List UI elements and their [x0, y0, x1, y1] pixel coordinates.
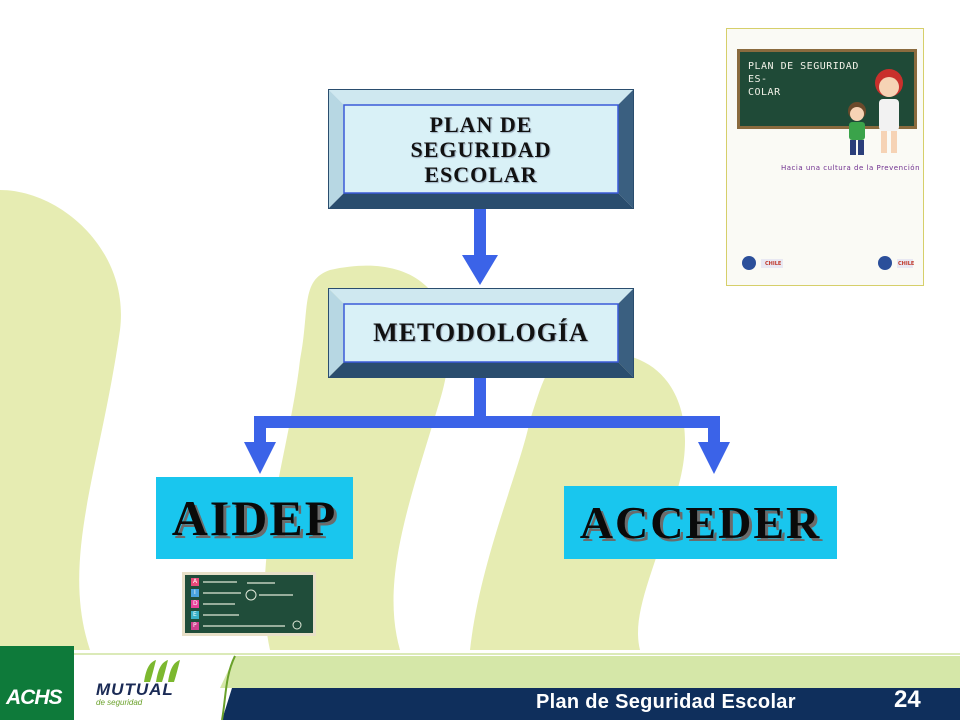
cover-subtitle: Hacia una cultura de la Prevención	[781, 164, 921, 172]
footer-band	[0, 646, 960, 720]
cover-government-logos	[742, 256, 913, 270]
mutual-logo-subtitle: de seguridad	[96, 698, 143, 707]
aidep-board-graphic	[191, 578, 302, 630]
children-illustration	[848, 69, 903, 155]
node-plan-de-seguridad-escolar: PLAN DE SEGURIDAD ESCOLAR	[328, 89, 634, 209]
edge-meto-acceder-shaft	[708, 416, 720, 446]
lightbulb-icon	[245, 589, 257, 601]
node-metodologia: METODOLOGÍA	[328, 288, 634, 378]
cover-title: PLAN DE SEGURIDAD ES- COLAR	[748, 60, 868, 99]
seal-icon-left	[742, 256, 756, 270]
mutual-leaf-icon	[144, 660, 180, 682]
deco-stroke-left	[0, 190, 121, 650]
cover-title-line-1: PLAN DE SEGURIDAD ES-	[748, 61, 859, 85]
page-number: 24	[894, 686, 921, 713]
footer-light-band	[220, 656, 960, 688]
node-plan-line-1: PLAN DE	[429, 111, 533, 137]
edge-meto-aidep-shaft	[254, 416, 266, 446]
node-plan-bevel	[328, 89, 634, 209]
edge-meto-acceder-arrowhead	[698, 442, 730, 474]
mutual-logo: MUTUAL	[96, 680, 174, 699]
edge-meto-trunk	[474, 378, 486, 422]
aidep-board-letter-d: D	[193, 600, 198, 607]
people-icon	[292, 620, 302, 630]
footer-title: Plan de Seguridad Escolar	[536, 691, 796, 713]
footer-achs-block	[0, 646, 74, 720]
edge-plan-metodologia-arrowhead	[462, 255, 498, 285]
achs-logo: ACHS	[6, 686, 63, 709]
edge-plan-metodologia-shaft	[474, 209, 486, 257]
node-metodologia-bevel	[328, 288, 634, 378]
aidep-board-chalk-lines	[203, 581, 293, 627]
aidep-board-letter-i: I	[194, 589, 196, 596]
node-acceder: ACCEDER	[564, 486, 837, 559]
footer-mutual-block	[74, 656, 235, 720]
boy-face	[850, 107, 864, 121]
aidep-board-letter-a: A	[193, 578, 198, 585]
girl-body	[879, 99, 899, 131]
plan-cover-thumbnail: PLAN DE SEGURIDAD ES- COLAR Hacia una cu…	[726, 28, 924, 286]
girl-face	[879, 77, 899, 97]
node-aidep: AIDEP	[156, 477, 353, 559]
edge-meto-crossbar	[254, 416, 720, 428]
aidep-board-letter-p: P	[193, 622, 197, 629]
node-metodologia-label: METODOLOGÍA	[373, 318, 589, 347]
cover-title-line-2: COLAR	[748, 87, 781, 98]
node-plan-label: PLAN DE SEGURIDAD ESCOLAR	[344, 105, 618, 193]
seal-icon-right	[878, 256, 892, 270]
edge-meto-aidep-arrowhead	[244, 442, 276, 474]
cover-logo-left-text: CHILE	[765, 261, 782, 267]
node-plan-line-2: SEGURIDAD	[410, 136, 552, 162]
node-plan-line-3: ESCOLAR	[424, 161, 538, 187]
aidep-board-letter-squares	[191, 578, 199, 630]
aidep-board-letter-e: E	[193, 611, 197, 618]
footer-navy-band	[222, 688, 960, 720]
cover-logo-right-text: CHILE	[898, 261, 915, 267]
boy-body	[849, 122, 865, 140]
aidep-board-thumbnail: A I D E P	[182, 572, 316, 636]
